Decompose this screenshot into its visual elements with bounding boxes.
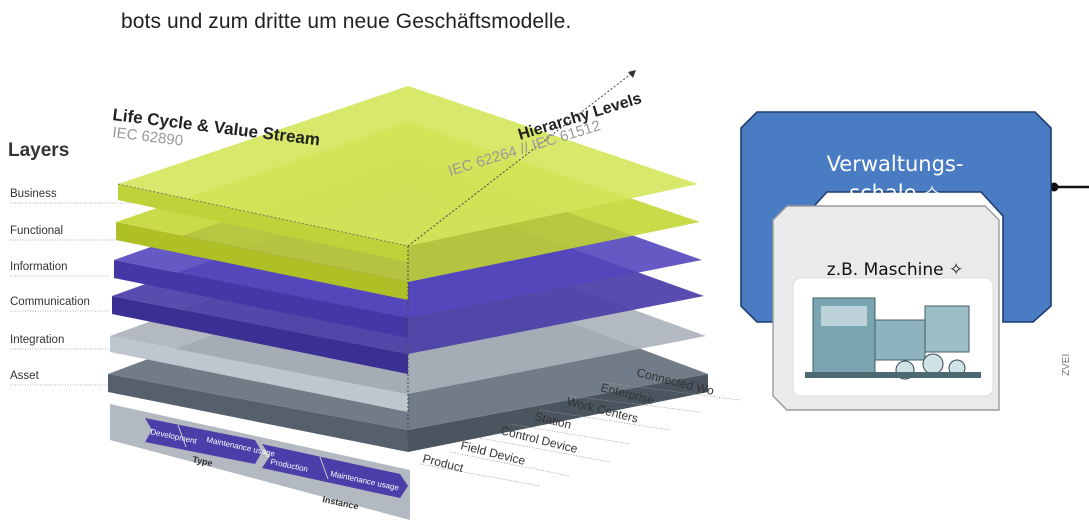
hierarchy-axis: [407, 69, 637, 247]
layers-title: Layers: [8, 140, 70, 161]
aas-diagram: [740, 111, 1089, 411]
machine-illustration: [805, 297, 981, 380]
rami-diagram: Life Cycle & Value Stream IEC 62890 Hier…: [10, 69, 740, 520]
layer-label-communication: Communication: [10, 296, 90, 308]
business-layer: [118, 86, 698, 246]
verwaltungsschale-title: Verwaltungs- schale ✧: [826, 152, 964, 205]
hierarchy-level-label: Field Device: [459, 438, 527, 468]
type-band: [145, 418, 262, 464]
instance-band: [262, 444, 408, 498]
layer-guide-lines: [10, 202, 140, 386]
layer-label-functional: Functional: [10, 225, 64, 237]
layer-label-integration: Integration: [10, 334, 65, 346]
verwaltungsschale-shell: [740, 111, 1052, 323]
asset-title: z.B. Maschine ✧: [826, 260, 964, 280]
layer-label-asset: Asset: [10, 370, 39, 382]
image-credit: ZVEI: [1061, 353, 1072, 376]
intro-text: bots und zum dritte um neue Geschäftsmod…: [121, 10, 572, 33]
type-label: Type: [192, 454, 214, 468]
asset-layer-side: [108, 374, 408, 452]
layer-label-information: Information: [10, 261, 68, 273]
hierarchy-level-label: Product: [421, 451, 465, 475]
layer-label-business: Business: [10, 188, 57, 200]
